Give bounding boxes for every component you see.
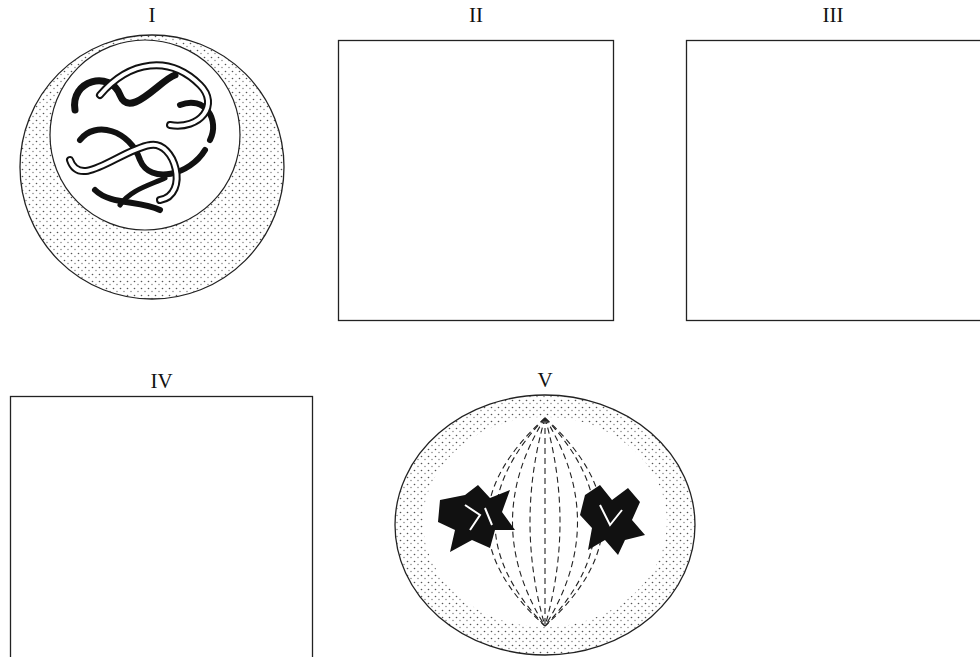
spindle-cell [395, 395, 695, 655]
empty-box [687, 41, 980, 321]
panel-outline [395, 368, 695, 657]
stage-panel: IV [10, 368, 313, 657]
stage-panel: III [686, 2, 980, 322]
panel-outline [686, 2, 980, 322]
empty-box [11, 397, 313, 657]
stage-numeral: III [686, 2, 980, 28]
panel-outline [10, 368, 313, 657]
stage-numeral: I [18, 2, 286, 28]
empty-box [339, 41, 614, 321]
stage-numeral: II [338, 2, 614, 28]
cell-membrane [395, 395, 695, 655]
prophase-cell [20, 35, 284, 299]
panel-outline [18, 2, 286, 302]
stage-panel: I [18, 2, 286, 302]
stage-numeral: V [395, 367, 695, 393]
stage-numeral: IV [10, 368, 313, 394]
panel-outline [338, 2, 614, 322]
cell-membrane [20, 35, 284, 299]
stage-panel: V [395, 368, 695, 657]
stage-panel: II [338, 2, 614, 322]
